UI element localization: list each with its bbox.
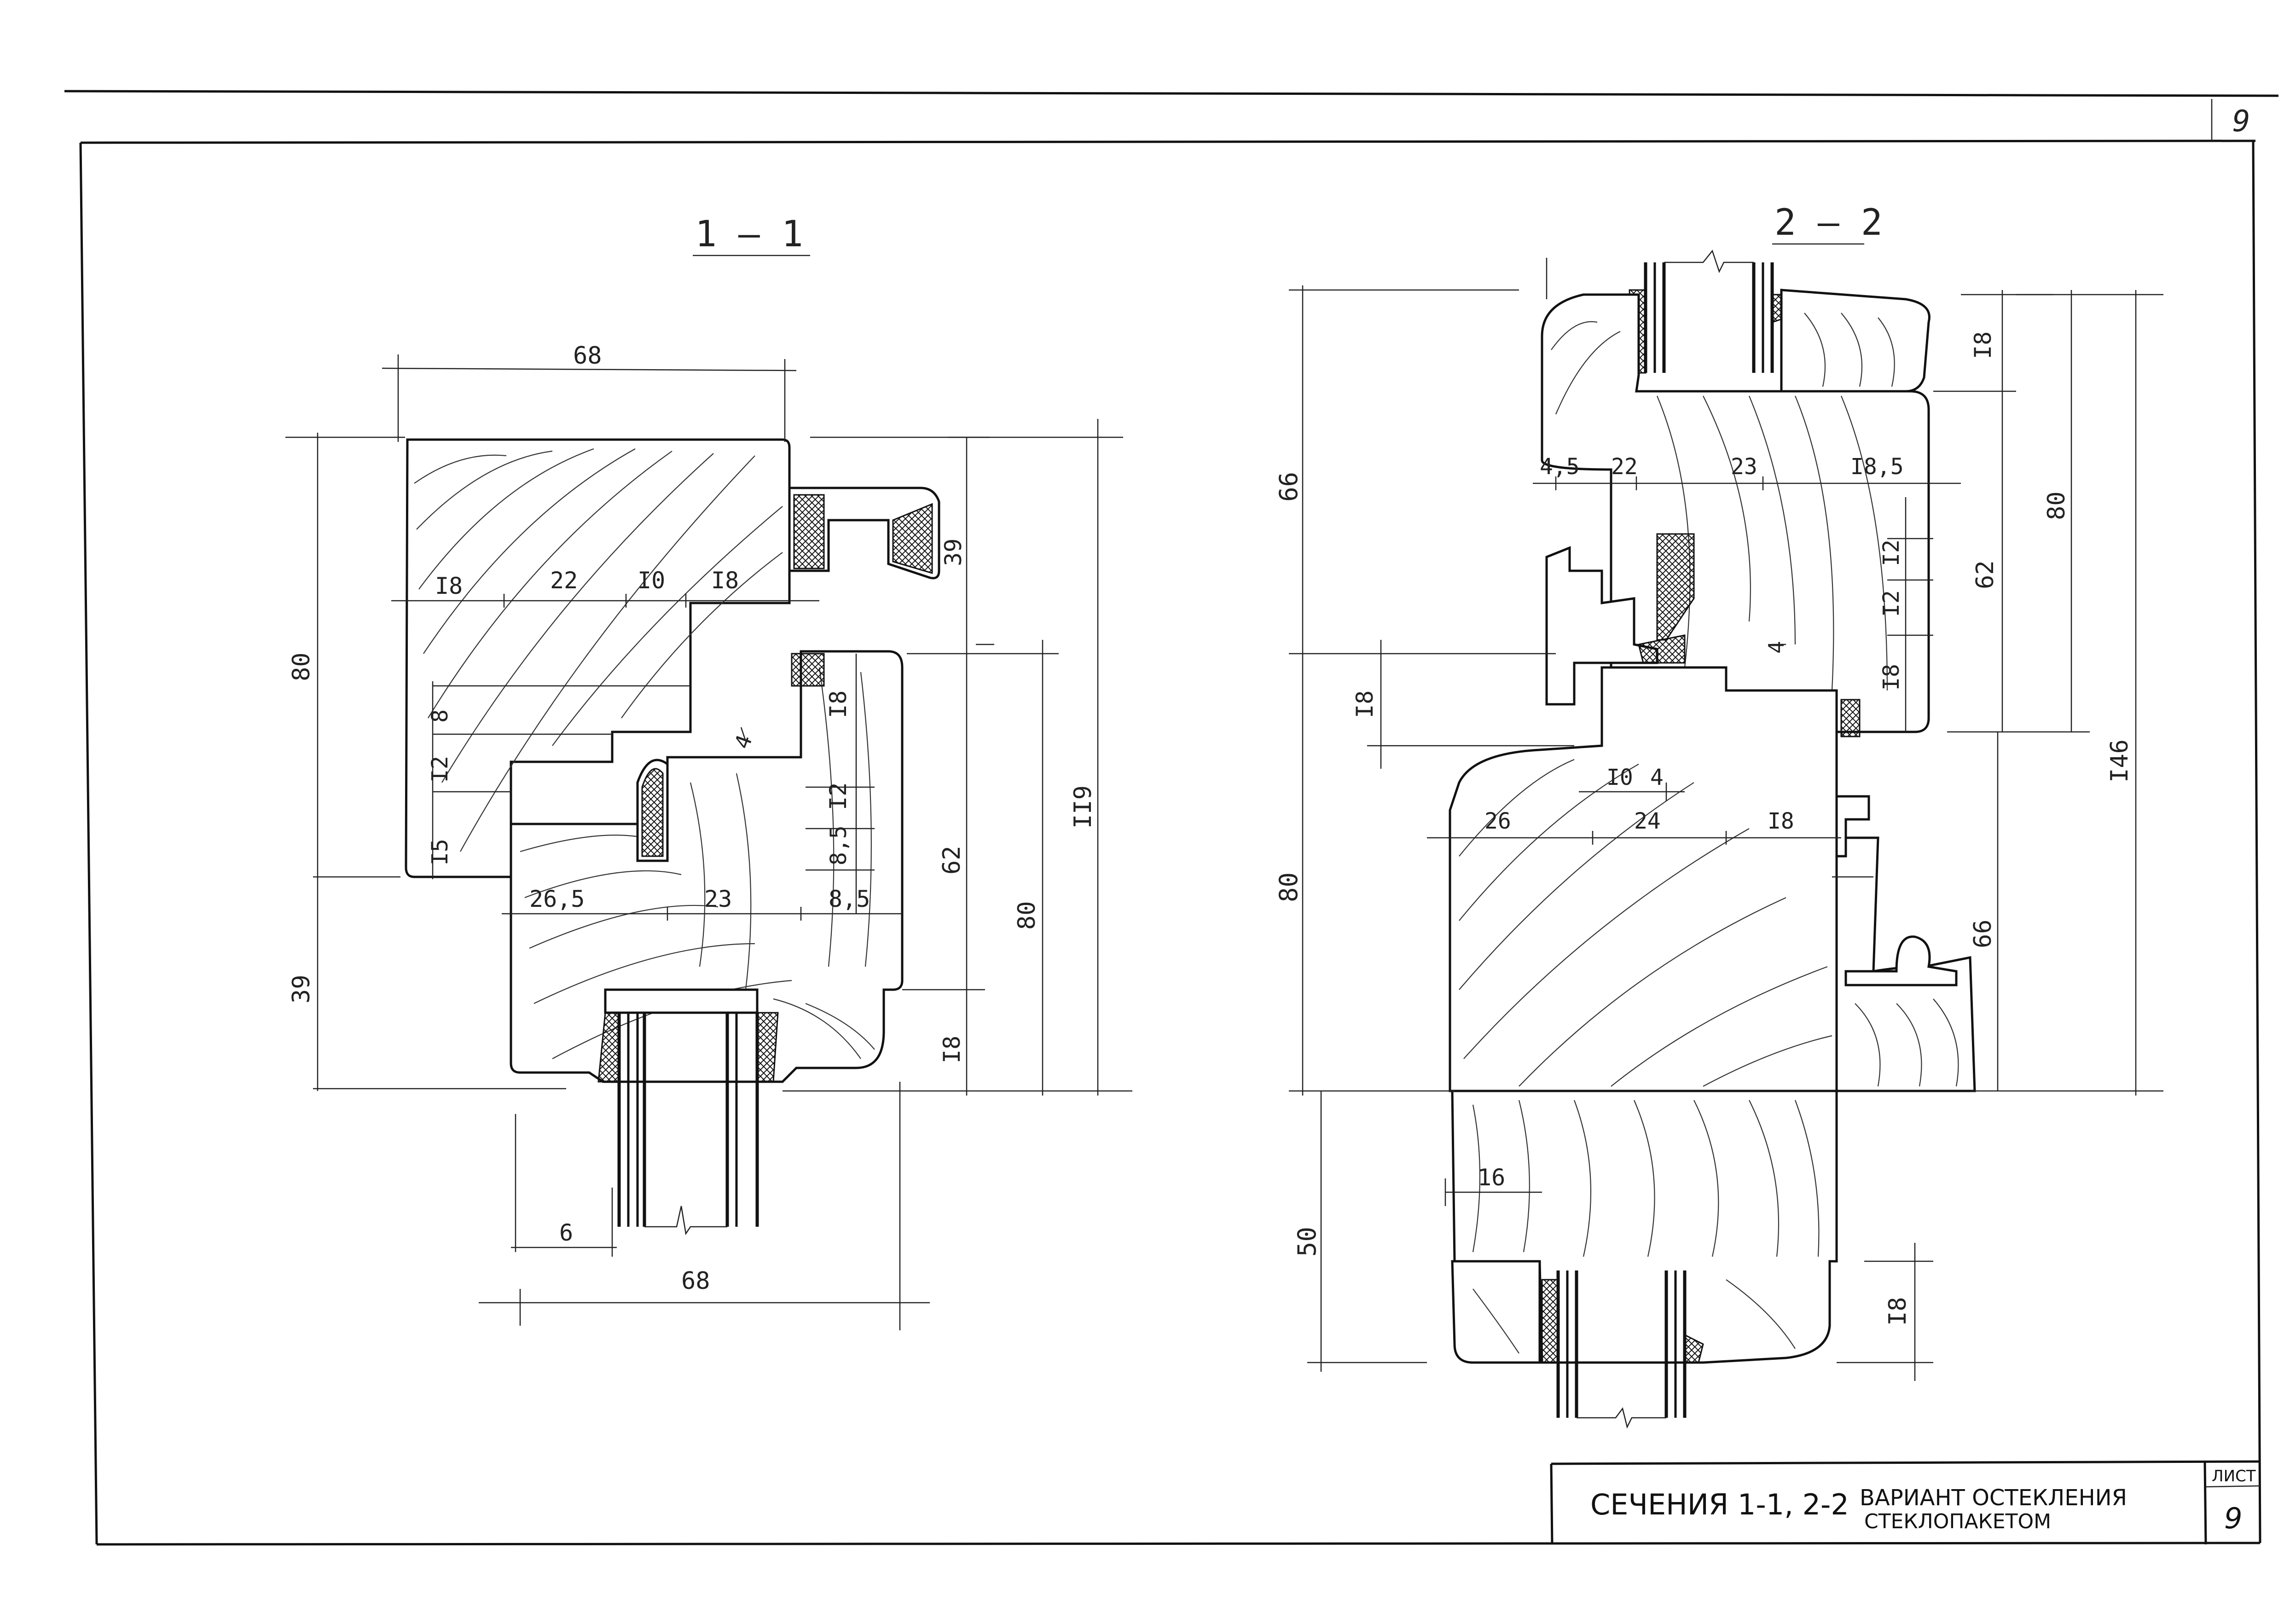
section-1-label: 1 — 1 (695, 214, 803, 255)
s1-sash (510, 650, 904, 1083)
s2-dim-b18: I8 (1884, 1297, 1912, 1326)
s1-dim-row18a: I8 (435, 573, 463, 599)
s2-grain-lower (1459, 759, 1959, 1087)
s1-dim-v15: I5 (427, 839, 453, 865)
s1-dim-row22: 22 (550, 567, 578, 594)
s1-dim-v12: I2 (427, 756, 453, 783)
s2-dim-r12b: I2 (1878, 590, 1904, 617)
sheet-number: 9 (2224, 1502, 2242, 1535)
s1-dim-b23: 23 (704, 886, 732, 912)
s2-dim-t185: I8,5 (1850, 454, 1904, 480)
title-sections: СЕЧЕНИЯ 1-1, 2-2 (1590, 1488, 1849, 1521)
sheet-frame (64, 90, 2279, 1546)
s1-dim-r85b: 8,5 (829, 886, 870, 912)
s2-dim-m4: 4 (1650, 765, 1664, 790)
s2-dim-l66: 66 (1274, 472, 1303, 502)
s1-dim-top-width: 68 (573, 342, 602, 370)
s2-dim-r12a: I2 (1878, 539, 1904, 566)
s1-dim-b265: 26,5 (529, 886, 585, 912)
s1-dim-v8: 8 (427, 709, 453, 723)
s2-dim-r62: 62 (1971, 560, 1999, 589)
s1-dim-r62: 62 (938, 846, 966, 875)
s2-dimensions (1289, 258, 2163, 1381)
s2-dim-r146: I46 (2106, 739, 2133, 783)
s2-dim-r18b: I8 (1878, 664, 1904, 690)
title-glazing: ВАРИАНТ ОСТЕКЛЕНИЯ (1860, 1485, 2127, 1511)
s2-dim-r66: 66 (1969, 919, 1997, 948)
title-glass-unit: СТЕКЛОПАКЕТОМ (1864, 1510, 2051, 1533)
s1-glass-unit (597, 988, 779, 1235)
s1-dim-r85a: 8,5 (826, 825, 852, 865)
section-2-label: 2 — 2 (1774, 202, 1883, 244)
s2-dim-t22: 22 (1611, 454, 1638, 480)
s2-drip-hook (1835, 795, 1870, 858)
s2-fitting (1545, 546, 1658, 706)
s2-dim-m18: I8 (1768, 808, 1794, 834)
s2-dim-m10: I0 (1606, 765, 1633, 790)
s2-lower-frame (1449, 666, 1838, 1092)
s2-dim-l18: I8 (1351, 690, 1378, 718)
s1-dim-glass6: 6 (559, 1219, 573, 1246)
s1-dimensions (285, 354, 1132, 1330)
s2-dim-r18top: I8 (1970, 331, 1996, 359)
s1-dim-r39: 39 (940, 539, 967, 566)
section-1-1: 1 — 1 (285, 214, 1132, 1330)
s1-seal-top (791, 653, 825, 687)
s1-dim-r12: I2 (825, 783, 852, 810)
s1-frame-top (405, 438, 791, 878)
s2-grain-bottom (1472, 1100, 1820, 1354)
s2-dim-m24: 24 (1634, 808, 1661, 834)
s2-dim-v4: 4 (1764, 641, 1789, 654)
s1-dim-row10: I0 (638, 567, 665, 594)
title-block (1550, 1460, 2261, 1545)
s2-dim-t45: 4,5 (1540, 454, 1580, 480)
s2-dim-r80: 80 (2043, 491, 2070, 520)
s2-top-sash-right (1780, 289, 1931, 393)
sheet-label: ЛИСТ (2212, 1467, 2256, 1485)
s2-grain-top (1551, 313, 1895, 691)
s2-dim-b16: 16 (1478, 1164, 1505, 1191)
s2-dim-t23: 23 (1731, 454, 1757, 480)
s1-dim-row18b: I8 (711, 567, 739, 594)
section-2-2: 2 — 2 (1274, 202, 2163, 1429)
s1-dim-bottom-width: 68 (681, 1267, 710, 1295)
s2-glass-top (1629, 249, 1787, 374)
s1-dim-r80: 80 (1013, 901, 1041, 930)
s2-dim-l80: 80 (1274, 872, 1303, 902)
s2-glass-bottom (1541, 1270, 1704, 1429)
s1-dim-r18top: I8 (825, 690, 852, 718)
s1-dim-r18bot: I8 (939, 1036, 965, 1063)
s2-top-sash (1541, 293, 1930, 733)
s2-dim-l50: 50 (1293, 1227, 1322, 1257)
s1-dim-left-lower: 39 (288, 974, 315, 1003)
s2-dim-m26: 26 (1484, 808, 1511, 834)
s1-dim-left-height: 80 (288, 652, 315, 681)
s1-dim-r119: II9 (1069, 785, 1097, 829)
page-number: 9 (2232, 104, 2250, 139)
